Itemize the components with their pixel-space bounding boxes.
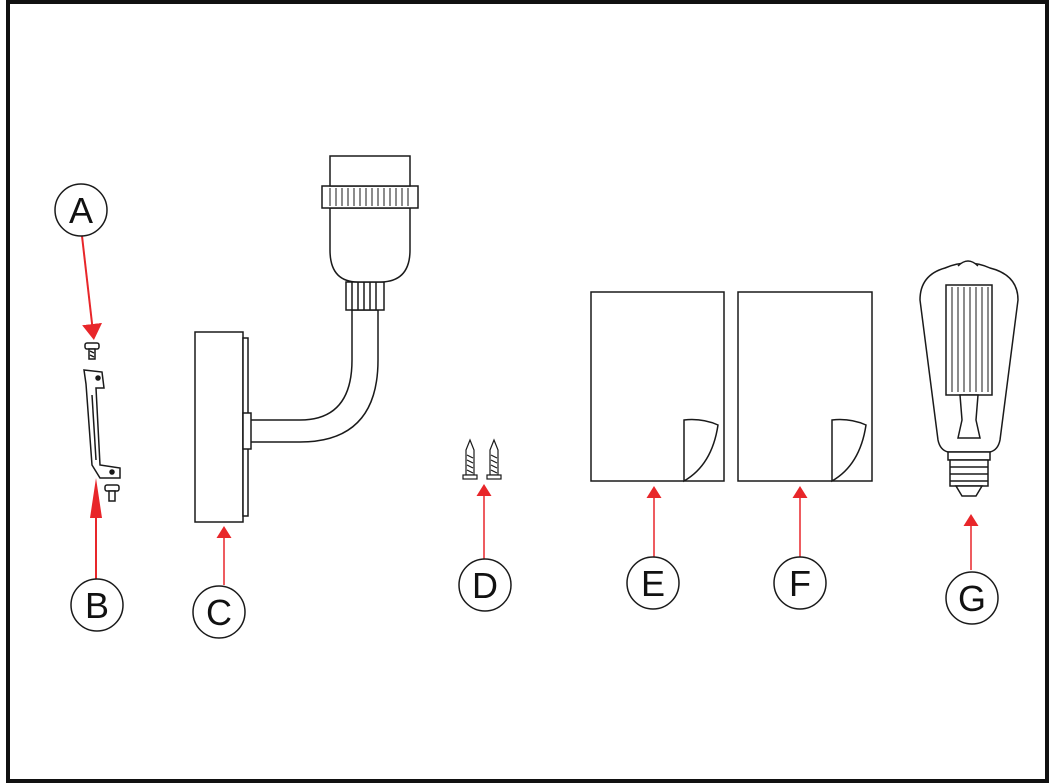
label-f: F [789, 563, 811, 604]
label-e: E [641, 563, 665, 604]
sheet-f-icon [737, 291, 873, 483]
label-g: G [958, 578, 986, 619]
sheet-e-icon [590, 291, 725, 483]
pointer-arrows [81, 235, 979, 585]
label-circle-d [458, 558, 512, 612]
arrow-b-head [90, 478, 102, 518]
label-circle-b [70, 578, 124, 632]
label-circle-g [945, 571, 999, 625]
label-circle-f [773, 556, 827, 610]
label-circle-a [54, 183, 108, 237]
sconce-c-icon [194, 155, 419, 523]
label-circle-e [626, 556, 680, 610]
screw-a-icon [84, 342, 100, 360]
label-b: B [85, 585, 109, 626]
label-a: A [69, 190, 93, 231]
label-d: D [472, 565, 498, 606]
arrow-a [81, 235, 103, 340]
label-c: C [206, 592, 232, 633]
screws-d-icon [462, 438, 502, 480]
bulb-g-icon [919, 260, 1019, 497]
label-circle-c [192, 585, 246, 639]
bracket-b-icon [83, 369, 121, 502]
diagram-border [6, 0, 1049, 783]
